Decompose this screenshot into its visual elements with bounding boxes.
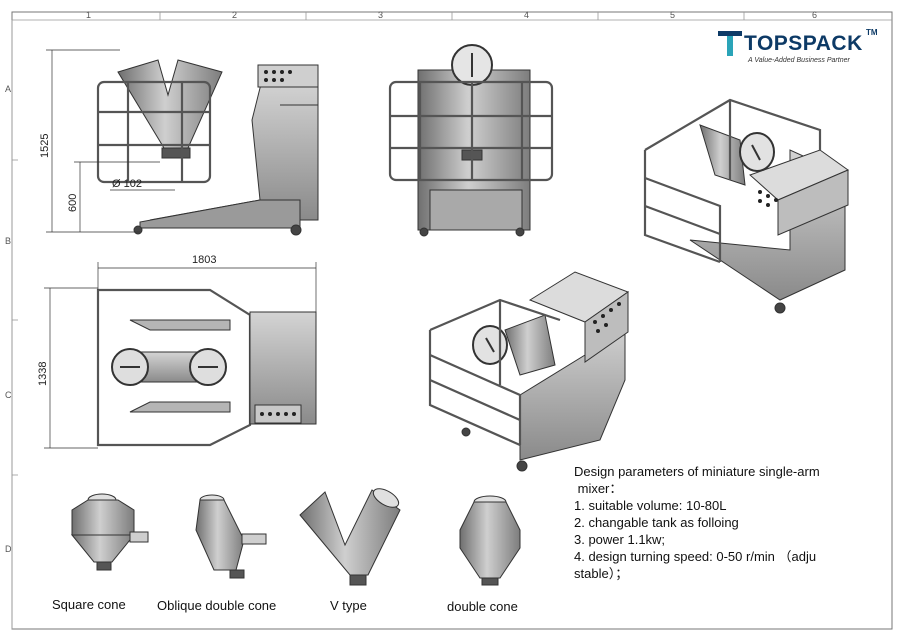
grid-row-b: B	[5, 236, 11, 246]
isometric-view-center	[428, 271, 630, 472]
grid-col-4: 4	[524, 10, 529, 20]
param-line-title: Design parameters of miniature single-ar…	[574, 464, 820, 479]
topspack-logo: TOPSPACK TM A Value-Added Business Partn…	[716, 26, 886, 70]
dim-outlet-diameter: Ø 102	[112, 178, 142, 190]
param-line-power: 3. power 1.1kw;	[574, 532, 666, 547]
caption-double-cone: double cone	[447, 599, 518, 614]
caption-v-type: V type	[330, 598, 367, 613]
param-line-tank: 2. changable tank as folloing	[574, 515, 739, 530]
tank-oblique-double-cone	[195, 494, 267, 579]
grid-col-5: 5	[670, 10, 675, 20]
param-line-title-cont: mixer：	[574, 481, 623, 496]
logo-brand: TOPSPACK	[744, 32, 863, 55]
grid-col-3: 3	[378, 10, 383, 20]
tank-square-cone	[70, 493, 149, 571]
front-view-dimensions	[46, 49, 175, 233]
tank-double-cone	[459, 495, 521, 586]
tank-v-type	[299, 488, 401, 586]
param-line-speed: 4. design turning speed: 0-50 r/min （adj…	[574, 549, 817, 564]
grid-row-a: A	[5, 84, 11, 94]
caption-square-cone: Square cone	[52, 597, 126, 612]
dim-height-outlet: 600	[67, 194, 79, 212]
caption-oblique-double-cone: Oblique double cone	[157, 598, 277, 613]
side-view	[388, 44, 554, 237]
front-view	[96, 59, 319, 236]
design-parameters: Design parameters of miniature single-ar…	[574, 463, 894, 582]
dim-height-total: 1525	[39, 134, 51, 158]
param-line-speed-cont: stable）；	[574, 566, 629, 581]
logo-trademark: TM	[866, 28, 878, 37]
isometric-view-right	[643, 98, 850, 314]
grid-col-2: 2	[232, 10, 237, 20]
dim-width-total: 1338	[37, 362, 49, 386]
grid-col-6: 6	[812, 10, 817, 20]
logo-tagline: A Value-Added Business Partner	[748, 57, 850, 64]
grid-col-1: 1	[86, 10, 91, 20]
logo-t-mark-icon	[718, 31, 742, 56]
grid-row-c: C	[5, 390, 12, 400]
dim-length-total: 1803	[192, 254, 216, 266]
grid-row-d: D	[5, 544, 12, 554]
top-view	[96, 288, 317, 447]
top-view-dimensions	[44, 262, 317, 449]
param-line-volume: 1. suitable volume: 10-80L	[574, 498, 727, 513]
